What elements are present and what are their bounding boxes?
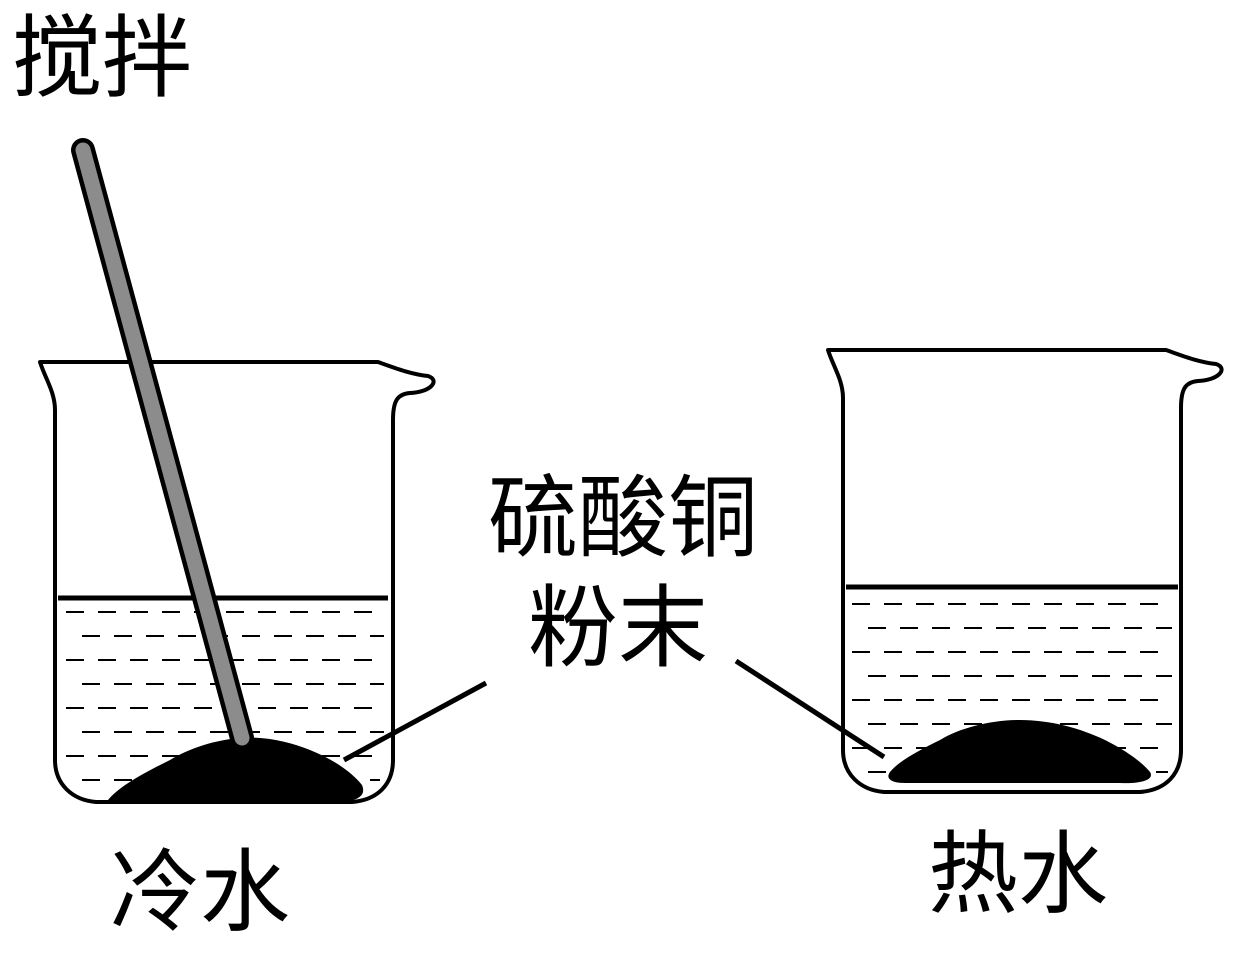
right-powder-pile <box>888 720 1151 784</box>
stir-label: 搅拌 <box>12 6 192 111</box>
stirring-rod <box>71 138 254 750</box>
right-pointer-line <box>734 658 886 760</box>
left-pointer-line <box>342 680 488 763</box>
powder-label-line1: 硫酸铜 <box>488 466 758 571</box>
cold-water-label: 冷水 <box>110 840 290 945</box>
right-beaker-outline <box>826 348 1224 794</box>
powder-label: 硫酸铜 粉末 <box>488 474 758 674</box>
left-beaker <box>38 360 436 804</box>
left-beaker-outline <box>38 360 436 804</box>
powder-label-line2: 粉末 <box>528 576 708 681</box>
left-water-hatching <box>66 611 384 781</box>
left-powder-pile <box>107 737 364 804</box>
hot-water-label: 热水 <box>928 822 1108 927</box>
right-beaker <box>826 348 1224 794</box>
